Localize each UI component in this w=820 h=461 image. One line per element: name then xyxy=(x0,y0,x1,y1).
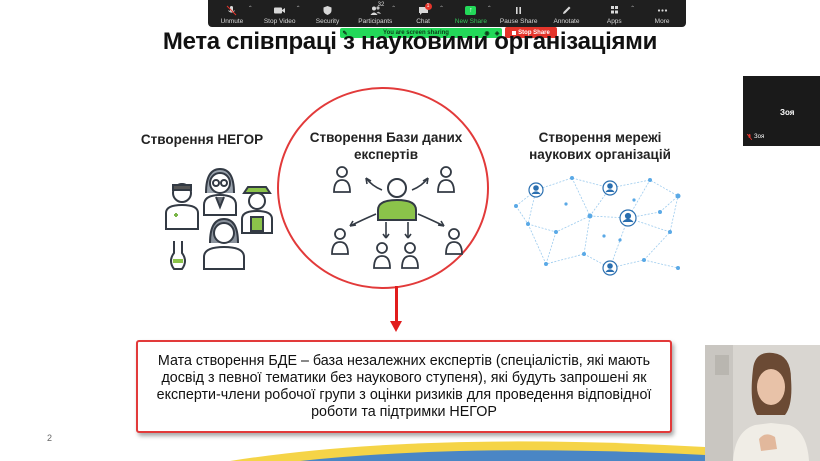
down-arrow-icon xyxy=(390,321,402,332)
video-camera-icon xyxy=(274,7,286,14)
screen-sharing-text: You are screen sharing xyxy=(383,30,449,36)
scientist-hat-icon xyxy=(241,186,273,234)
network-node xyxy=(514,176,681,270)
scientist-woman-icon xyxy=(203,217,245,270)
chevron-up-icon[interactable]: ⌃ xyxy=(486,6,492,12)
organizations-network-illustration xyxy=(514,176,681,276)
stop-square-icon xyxy=(512,30,517,35)
unmute-label: Unmute xyxy=(220,18,244,25)
participants-icon xyxy=(370,6,381,15)
participant-tile-sub-name: Зоя xyxy=(754,134,765,140)
speaker-video-image xyxy=(705,345,820,461)
audio-icon[interactable]: ◉ xyxy=(484,30,490,37)
annotate-label: Annotate xyxy=(553,18,580,25)
stop-video-label: Stop Video xyxy=(263,18,296,25)
scientist-flask-icon xyxy=(170,241,186,270)
stop-share-label: Stop Share xyxy=(518,29,550,36)
apps-button[interactable]: ⌃ Apps xyxy=(590,0,638,27)
slide-title: Мета співпраці з науковими організаціями xyxy=(162,28,658,55)
goal-description-box: Мата створення БДЕ – база незалежних екс… xyxy=(136,340,672,433)
screen-sharing-banner: ✎ You are screen sharing ◉ ◈ xyxy=(340,28,502,38)
pause-share-button[interactable]: Pause Share xyxy=(495,0,543,27)
share-arrow-icon: ↑ xyxy=(465,6,477,15)
more-label: More xyxy=(654,18,670,25)
speaker-video-tile[interactable] xyxy=(705,345,820,461)
participant-tile[interactable] xyxy=(743,76,820,146)
network-title-line2: наукових організацій xyxy=(529,147,671,162)
chevron-up-icon[interactable]: ⌃ xyxy=(630,6,636,12)
negor-title-text: Створення НЕГОР xyxy=(140,132,264,147)
center-expert-icon xyxy=(377,178,417,221)
mic-muted-icon xyxy=(227,5,237,16)
chevron-up-icon[interactable]: ⌃ xyxy=(295,6,301,12)
negor-title: Створення НЕГОР xyxy=(128,131,276,148)
security-label: Security xyxy=(315,18,340,25)
pin-icon[interactable]: ✎ xyxy=(342,30,348,37)
scientists-illustration xyxy=(165,167,273,270)
network-title-line1: Створення мережі xyxy=(538,130,662,145)
participants-button[interactable]: 32 ⌃ Participants xyxy=(351,0,399,27)
stop-share-button[interactable]: Stop Share xyxy=(505,27,557,38)
pause-share-label: Pause Share xyxy=(499,18,538,25)
direction-arrows-icon xyxy=(349,177,445,239)
scientist-doctor-icon xyxy=(165,183,199,230)
expert-base-ellipse xyxy=(277,87,489,289)
goal-description-text: Мата створення БДЕ – база незалежних екс… xyxy=(156,352,652,420)
scientist-woman-glasses-icon xyxy=(203,167,237,216)
network-title: Створення мережі наукових організацій xyxy=(510,129,690,163)
stop-video-button[interactable]: ⌃ Stop Video xyxy=(256,0,304,27)
shield-icon xyxy=(323,6,332,15)
chat-badge: 1 xyxy=(424,3,432,10)
down-arrow-shaft xyxy=(395,286,398,322)
apps-grid-icon xyxy=(610,6,618,14)
annotate-button[interactable]: Annotate xyxy=(543,0,591,27)
participants-count: 32 xyxy=(377,2,385,8)
chevron-up-icon[interactable]: ⌃ xyxy=(391,6,397,12)
unmute-button[interactable]: ⌃ Unmute xyxy=(208,0,256,27)
page-number: 2 xyxy=(47,433,53,443)
chat-button[interactable]: 1 ⌃ Chat xyxy=(399,0,447,27)
bottom-decorative-wave xyxy=(230,441,705,461)
security-button[interactable]: Security xyxy=(304,0,352,27)
more-dots-icon xyxy=(657,9,667,12)
new-share-button[interactable]: ↑ ⌃ New Share xyxy=(447,0,495,27)
expert-person-icon xyxy=(331,166,463,269)
more-button[interactable]: More xyxy=(638,0,686,27)
new-share-label: New Share xyxy=(454,18,487,25)
organization-person-icon xyxy=(528,180,637,276)
participant-tile-name: Зоя xyxy=(780,108,795,117)
chevron-up-icon[interactable]: ⌃ xyxy=(247,6,253,12)
chevron-up-icon[interactable]: ⌃ xyxy=(438,6,444,12)
participant-tile-label: Зоя xyxy=(747,134,764,140)
pencil-icon xyxy=(562,6,571,14)
pause-icon xyxy=(516,7,522,14)
chat-label: Chat xyxy=(416,18,430,25)
apps-label: Apps xyxy=(606,18,622,25)
shield-small-icon[interactable]: ◈ xyxy=(494,30,500,37)
participants-label: Participants xyxy=(358,18,393,25)
zoom-toolbar: ⌃ Unmute ⌃ Stop Video Security 32 ⌃ Part… xyxy=(208,0,686,27)
expert-network-illustration xyxy=(331,166,463,269)
mic-muted-icon xyxy=(747,134,752,140)
